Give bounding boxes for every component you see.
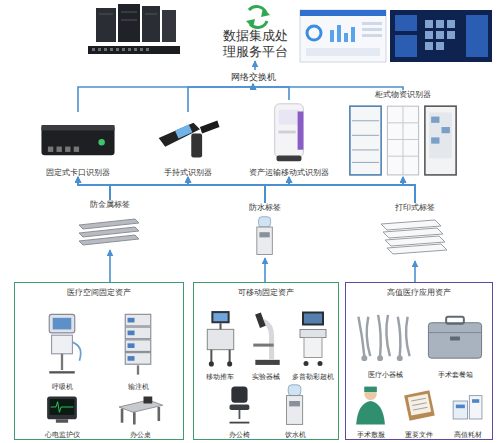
flow-arrow <box>254 61 256 70</box>
item-illustration <box>444 383 492 428</box>
flow-arrow <box>403 177 415 203</box>
node-label: 柜式物资识别器 <box>345 90 461 99</box>
asset-item: 实验器械 <box>243 307 289 381</box>
node-label: 打印式标签 <box>375 203 455 212</box>
node-label: 多普勒彩超机 <box>288 373 338 381</box>
flow-arrow <box>289 177 415 203</box>
asset-item: 手术敷服 <box>348 383 394 439</box>
switch-box: 网络交换机 <box>222 70 284 84</box>
asset-item: 饮水机 <box>272 383 318 439</box>
asset-item: 重要文件 <box>396 383 442 439</box>
asset-item: 办公椅 <box>216 383 262 439</box>
node-label: 固定式卡口识别器 <box>35 168 121 177</box>
node-label: 实验器械 <box>243 373 289 381</box>
tag-node: 防水标签 <box>225 203 305 258</box>
item-illustration <box>243 307 289 370</box>
flow-arrow <box>78 177 415 203</box>
flow-arrow <box>188 177 265 203</box>
node-label: 输注机 <box>109 383 167 391</box>
asset-group: 可移动固定资产移动推车实验器械多普勒彩超机办公椅 饮水机 <box>193 282 339 440</box>
reader-node: 资产运输移动式识别器 <box>243 100 335 177</box>
flow-arrow <box>265 177 403 203</box>
node-label: 手持式识别器 <box>150 168 226 177</box>
group-title: 可移动固定资产 <box>194 287 338 298</box>
item-illustration <box>345 102 461 177</box>
flow-arrow <box>110 177 289 200</box>
group-title: 高值医疗应用资产 <box>346 287 492 298</box>
flow-arrow <box>78 84 253 112</box>
node-label: 防金属标签 <box>75 200 145 209</box>
asset-item: 多普勒彩超机 <box>288 307 338 381</box>
recycle-icon <box>246 6 270 28</box>
flow-arrow <box>253 84 289 100</box>
node-label: 手术套餐箱 <box>420 371 490 379</box>
flow-arrow <box>110 177 403 200</box>
item-illustration <box>288 307 338 370</box>
node-label: 高值耗材 <box>444 431 492 439</box>
item-illustration <box>216 383 262 428</box>
node-label: 网络交换机 <box>222 70 284 84</box>
group-title: 医疗空间固定资产 <box>15 287 183 298</box>
item-illustration <box>150 112 226 165</box>
item-illustration <box>33 309 91 380</box>
flow-arrow <box>253 84 403 90</box>
platform-title: 数据集成处理服务平台 <box>220 28 290 59</box>
node-label: 呼吸机 <box>33 383 91 391</box>
asset-item: 医疗小器械 <box>350 307 420 379</box>
item-illustration <box>33 393 91 428</box>
flow-arrow <box>78 177 110 200</box>
node-label: 医疗小器械 <box>350 371 420 379</box>
item-illustration <box>75 212 145 250</box>
asset-item: 心电监护仪 <box>33 393 91 439</box>
node-label: 防水标签 <box>225 203 305 212</box>
asset-item: 移动推车 <box>197 307 243 381</box>
server-racks <box>88 4 180 54</box>
asset-item: 高值耗材 <box>444 383 492 439</box>
flow-arrow <box>78 177 265 203</box>
item-illustration <box>272 383 318 428</box>
node-label: 手术敷服 <box>348 431 394 439</box>
tag-node: 防金属标签 <box>75 200 145 250</box>
tag-node: 打印式标签 <box>375 203 455 261</box>
node-label: 办公桌 <box>109 431 171 439</box>
node-label: 办公椅 <box>216 431 262 439</box>
reader-node: 固定式卡口识别器 <box>35 112 121 177</box>
item-illustration <box>420 307 490 368</box>
item-illustration <box>396 383 442 428</box>
item-illustration <box>225 215 305 258</box>
item-illustration <box>243 100 335 165</box>
asset-item: 呼吸机 <box>33 309 91 391</box>
reader-node: 手持式识别器 <box>150 112 226 177</box>
flow-arrow <box>110 177 188 200</box>
node-label: 心电监护仪 <box>33 431 91 439</box>
item-illustration <box>109 393 171 428</box>
flow-arrow <box>109 250 111 282</box>
node-label: 饮水机 <box>272 431 318 439</box>
asset-item: 办公桌 <box>109 393 171 439</box>
item-illustration <box>375 215 455 261</box>
flow-arrow <box>188 177 415 203</box>
reader-node: 柜式物资识别器 <box>345 90 461 177</box>
flow-arrow <box>265 177 289 203</box>
flow-arrow <box>264 258 266 282</box>
node-label: 重要文件 <box>396 431 442 439</box>
item-illustration <box>350 307 420 368</box>
item-illustration <box>109 309 167 380</box>
platform-box: 数据集成处理服务平台 <box>220 27 290 61</box>
flow-arrow <box>188 84 253 112</box>
item-illustration <box>348 383 394 428</box>
node-label: 移动推车 <box>197 373 243 381</box>
asset-item: 输注机 <box>109 309 167 391</box>
asset-group: 高值医疗应用资产医疗小器械手术套餐箱手术敷服重要文件高值耗材 <box>345 282 493 440</box>
flow-arrow <box>414 261 416 282</box>
asset-group: 医疗空间固定资产呼吸机 输注机心电监护仪 办公桌 <box>14 282 184 440</box>
asset-item: 手术套餐箱 <box>420 307 490 379</box>
item-illustration <box>197 307 243 370</box>
dashboard-screens <box>300 10 492 62</box>
node-label: 资产运输移动式识别器 <box>243 168 335 177</box>
item-illustration <box>35 112 121 165</box>
